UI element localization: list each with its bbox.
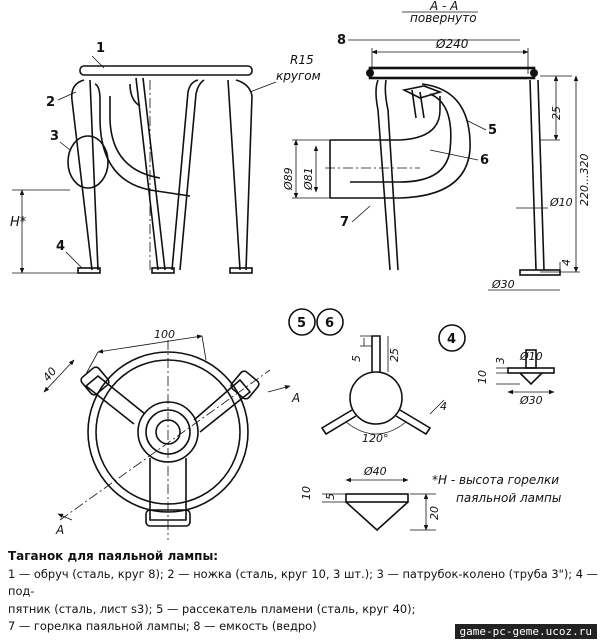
section-subtitle: повернуто [410,11,477,25]
arm-right [193,378,252,433]
leg-section-left [375,79,399,271]
pipe-opening [67,135,109,189]
spreader-hub [349,371,403,425]
svg-text:4: 4 [447,332,456,347]
flame-spreader [411,89,425,119]
dim-a120: 120° [362,432,389,445]
radius-label: R15 [290,53,314,67]
caption-line-3: 7 — горелка паяльной лампы; 8 — емкость … [8,619,317,633]
leg-section-right [529,79,545,271]
detail-badge-6 [316,308,344,336]
foot-pad-center [151,267,175,274]
dim-d40: Ø40 [363,465,387,478]
caption-line-2: пятник (сталь, лист s3); 5 — рассекатель… [8,601,416,616]
dim-h220: 220...320 [578,154,591,206]
dim-f10: 10 [476,370,489,384]
spreader-profile-top [345,493,409,503]
callout-3: 3 [50,129,59,144]
svg-text:6: 6 [325,316,334,331]
callout-7: 7 [340,215,349,230]
callout-1: 1 [96,41,105,56]
callout-8: 8 [337,33,346,48]
dim-l100: 100 [154,328,175,341]
elbow-pipe-front [99,96,191,197]
dim-h20: 20 [428,506,441,520]
caption-line-1: 1 — обруч (сталь, круг 8); 2 — ножка (ст… [8,566,598,599]
arm-upper-left [84,374,146,425]
detail-5-6: 5 6 5 25 120° 4 Ø40 10 5 20 [288,308,447,532]
callout-4: 4 [56,239,65,254]
front-view: H* 1 2 3 4 R15 кругом [10,41,321,274]
note-line-1: *H - высота горелки [432,473,559,487]
dim-l40: 40 [40,365,59,384]
dim-d10: Ø10 [549,196,573,209]
section-mark-a-bottom: A [55,523,64,537]
dim-h25: 25 [550,106,563,120]
bucket-section [368,66,536,80]
caption: Таганок для паяльной лампы: 1 — обруч (с… [8,548,604,636]
dim-fd10: Ø10 [519,350,543,363]
dim-fd30: Ø30 [519,394,543,407]
dim-d30: Ø30 [491,278,515,291]
watermark: game-pc-geme.ucoz.ru [454,624,597,639]
dim-s25: 25 [388,348,401,362]
hoop-ring-front [79,65,253,76]
leg-mid-right [171,79,205,271]
foot-detail-plate [507,367,555,374]
leg-center [135,77,166,271]
dim-h4: 4 [560,259,573,266]
dim-h5: 5 [324,493,337,500]
spreader-profile-cone [345,501,409,532]
section-view: А - А повернуто 8 Ø240 Ø89 Ø81 5 6 7 25 … [282,0,591,291]
radius-sub: кругом [276,69,321,83]
detail-4: 4 Ø10 10 3 Ø30 [438,324,555,407]
dim-s5: 5 [350,355,363,362]
dim-f3: 3 [494,357,507,364]
detail-badge-5 [288,308,316,336]
callout-2: 2 [46,95,55,110]
foot-pad-right [229,267,253,274]
callout-6: 6 [480,153,489,168]
elbow-section [330,83,471,199]
leg-left [70,79,99,271]
dim-s4: 4 [440,400,447,413]
dim-h-star: H* [10,215,27,230]
section-mark-a-top: A [291,391,300,405]
dim-d89: Ø89 [282,167,295,191]
leg-right [227,79,253,271]
dim-d81: Ø81 [302,167,315,191]
detail-badge-4 [438,324,466,352]
dim-h10: 10 [300,486,313,500]
caption-title: Таганок для паяльной лампы: [8,549,219,563]
foot-pad-section [519,269,561,276]
dim-d240: Ø240 [435,37,469,51]
section-title: А - А [429,0,458,13]
note-line-2: паяльной лампы [456,491,561,505]
foot-pad-left [77,267,101,274]
svg-text:5: 5 [297,316,306,331]
callout-5: 5 [488,123,497,138]
top-view: 100 40 A A [40,328,300,540]
